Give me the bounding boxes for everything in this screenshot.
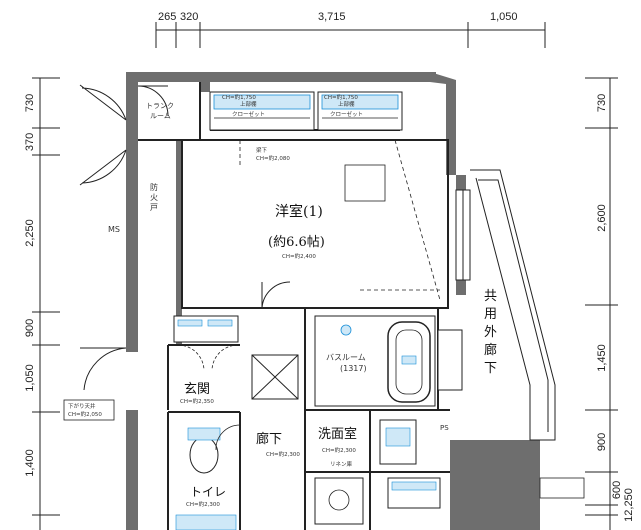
toilet-ch: CH=約2,300 [186, 500, 220, 508]
bathroom-size: (1317) [340, 364, 367, 373]
western-room-size: (約6.6帖) [268, 235, 325, 250]
western-room-door [261, 281, 291, 309]
dim-top-320: 320 [180, 11, 198, 23]
dim-top-265: 265 [158, 11, 176, 23]
dim-right-1450: 1,450 [596, 344, 608, 372]
dim-right-600: 600 [611, 481, 623, 499]
bath-faucet-icon [401, 355, 417, 365]
closet-left-ch: CH=約1,750 [222, 93, 256, 101]
laundry-drain-icon [328, 489, 350, 511]
western-room-title: 洋室(1) [275, 203, 323, 220]
toilet-icon [189, 436, 219, 474]
bottom-fixture [175, 514, 237, 530]
beam-note-ch: CH=約2,080 [256, 154, 290, 162]
dim-left-730: 730 [24, 94, 36, 112]
dim-right-900: 900 [596, 433, 608, 451]
western-room-ch: CH=約2,400 [282, 252, 316, 260]
dim-left-1400: 1,400 [24, 449, 36, 477]
ms-label: MS [108, 225, 120, 234]
dim-right-2600: 2,600 [596, 204, 608, 232]
closet-left-type: 上部棚 [240, 100, 257, 108]
dim-top-3715: 3,715 [318, 11, 346, 23]
entrance-ceiling-box [63, 399, 115, 421]
shaft-door [79, 84, 127, 121]
ceiling-info-box [344, 164, 386, 202]
trunk-room-door [137, 85, 169, 117]
closet-right [317, 91, 403, 131]
top-dimension-line [155, 22, 546, 48]
washroom-ch: CH=約2,300 [322, 446, 356, 454]
entrance-ceiling-label: 下がり天井 [68, 402, 96, 410]
toilet-label: トイレ [190, 485, 226, 499]
washroom-label: 洗面室 [318, 426, 357, 442]
closet-left-name: クローゼット [232, 110, 265, 118]
entrance-label: 玄関 [184, 382, 210, 397]
left-dimension-line [32, 77, 60, 530]
linen-label: リネン庫 [330, 460, 353, 468]
shoe-shelf [173, 315, 239, 343]
closet-right-type: 上部棚 [338, 100, 355, 108]
fire-door-label: 防火戸 [150, 182, 158, 212]
corridor-label: 廊下 [256, 431, 282, 447]
kitchen-shelf [391, 481, 437, 491]
toilet-tank [187, 427, 221, 441]
sink-icon [385, 427, 411, 447]
closet-right-name: クローゼット [330, 110, 363, 118]
closet-left [209, 91, 315, 131]
right-dimension-line [585, 77, 618, 530]
dim-left-2250: 2,250 [24, 219, 36, 247]
dim-right-730: 730 [596, 94, 608, 112]
beam-note: 梁下 [256, 146, 268, 154]
shelf-doors [177, 344, 239, 371]
trunk-room-label: トランクルーム [146, 102, 174, 120]
beam-lines [239, 139, 441, 301]
shaft-door-2 [79, 149, 127, 186]
bathtub-inner [395, 329, 423, 395]
dim-top-1050: 1,050 [490, 11, 518, 23]
entrance-ch: CH=約2,350 [180, 397, 214, 405]
window-right [437, 189, 471, 391]
dim-right-12250: 12,250 [623, 488, 635, 522]
kitchen-info-box [539, 477, 585, 499]
balcony-label: 共用外廊下 [484, 289, 497, 376]
dim-left-900: 900 [24, 319, 36, 337]
bathroom-label: バスルーム [326, 353, 366, 362]
entrance-door [80, 347, 127, 391]
dim-left-1050: 1,050 [24, 364, 36, 392]
ps-label: PS [440, 424, 449, 432]
toilet-door [215, 424, 241, 451]
balcony [470, 169, 556, 441]
laundry-pan [314, 477, 364, 525]
closet-right-ch: CH=約1,750 [324, 93, 358, 101]
shower-icon [340, 324, 352, 336]
corridor-ch: CH=約2,300 [266, 450, 300, 458]
dim-left-370: 370 [24, 133, 36, 151]
pipe-shaft [251, 354, 299, 400]
entrance-ceiling-ch: CH=約2,050 [68, 410, 102, 418]
